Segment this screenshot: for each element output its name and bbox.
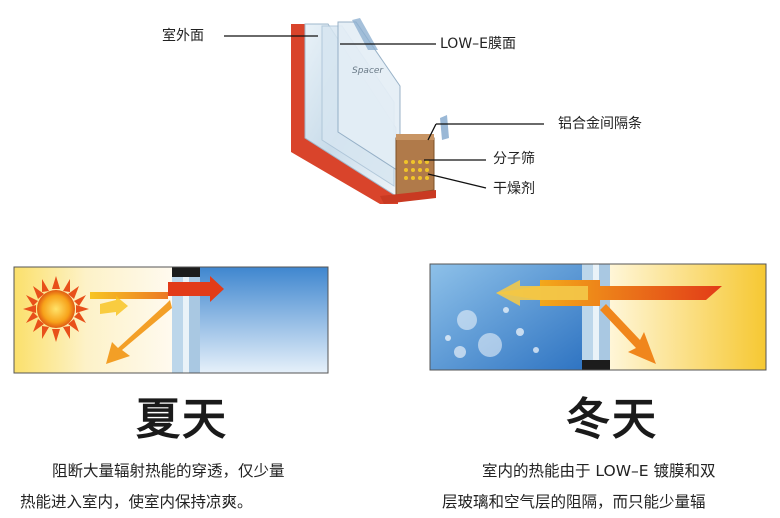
winter-glass-2 [599, 264, 610, 370]
callout-leaders [224, 35, 544, 189]
summer-reflected-arrow-1 [106, 300, 172, 364]
red-frame-bottom [380, 190, 436, 204]
summer-spacer-block [172, 267, 200, 277]
label-outdoor-surface: 室外面 [162, 28, 204, 44]
spacer-bar-top [396, 134, 434, 140]
summer-panel [13, 266, 329, 374]
summer-glass-2 [189, 267, 200, 373]
winter-glass-gap [593, 264, 599, 370]
label-lowe-surface: LOW–E膜面 [440, 36, 517, 52]
winter-spacer-block [582, 360, 610, 370]
winter-desc-line-2: 层玻璃和空气层的阻隔，而只能少量辐 [442, 493, 706, 511]
snowflake-icons [445, 307, 539, 358]
winter-reflected-arrow [600, 304, 656, 364]
summer-glass-gap [183, 267, 189, 373]
winter-title: 冬天 [566, 394, 658, 445]
winter-panel [429, 263, 767, 371]
summer-panel-border [13, 266, 329, 374]
winter-desc-line-1: 室内的热能由于 LOW–E 镀膜和双 [482, 462, 716, 480]
summer-glass-1 [172, 267, 183, 373]
winter-panel-border [429, 263, 767, 371]
spacer-stamp: Spacer [352, 66, 384, 76]
leader-desiccant [427, 173, 487, 189]
label-molecular-sieve: 分子筛 [493, 151, 535, 167]
summer-reflected-arrow-2 [100, 296, 128, 316]
winter-glass-1 [582, 264, 593, 370]
glass-fragment-top [352, 18, 378, 50]
summer-desc-line-1: 阻断大量辐射热能的穿透，仅少量 [52, 462, 285, 480]
desiccant-beads [404, 160, 429, 180]
summer-penetration-arrow [168, 276, 224, 302]
aluminium-spacer-bar [395, 137, 435, 197]
front-glass-sheet [337, 21, 401, 173]
summer-desc-line-2: 热能进入室内，使室内保持凉爽。 [20, 493, 253, 511]
sun-icon [23, 276, 89, 342]
winter-outgoing-pale-arrow [496, 280, 588, 306]
red-frame [291, 24, 398, 204]
glass-fragment-mid [440, 115, 449, 140]
label-desiccant: 干燥剂 [493, 181, 535, 197]
label-aluminium-spacer-bar: 铝合金间隔条 [558, 116, 642, 132]
leader-spacer-bar-down [427, 123, 437, 141]
insulated-glass-unit: Spacer [291, 18, 449, 204]
winter-outdoor-bg [430, 264, 582, 370]
summer-title: 夏天 [136, 394, 228, 445]
summer-indoor-bg [200, 267, 328, 373]
